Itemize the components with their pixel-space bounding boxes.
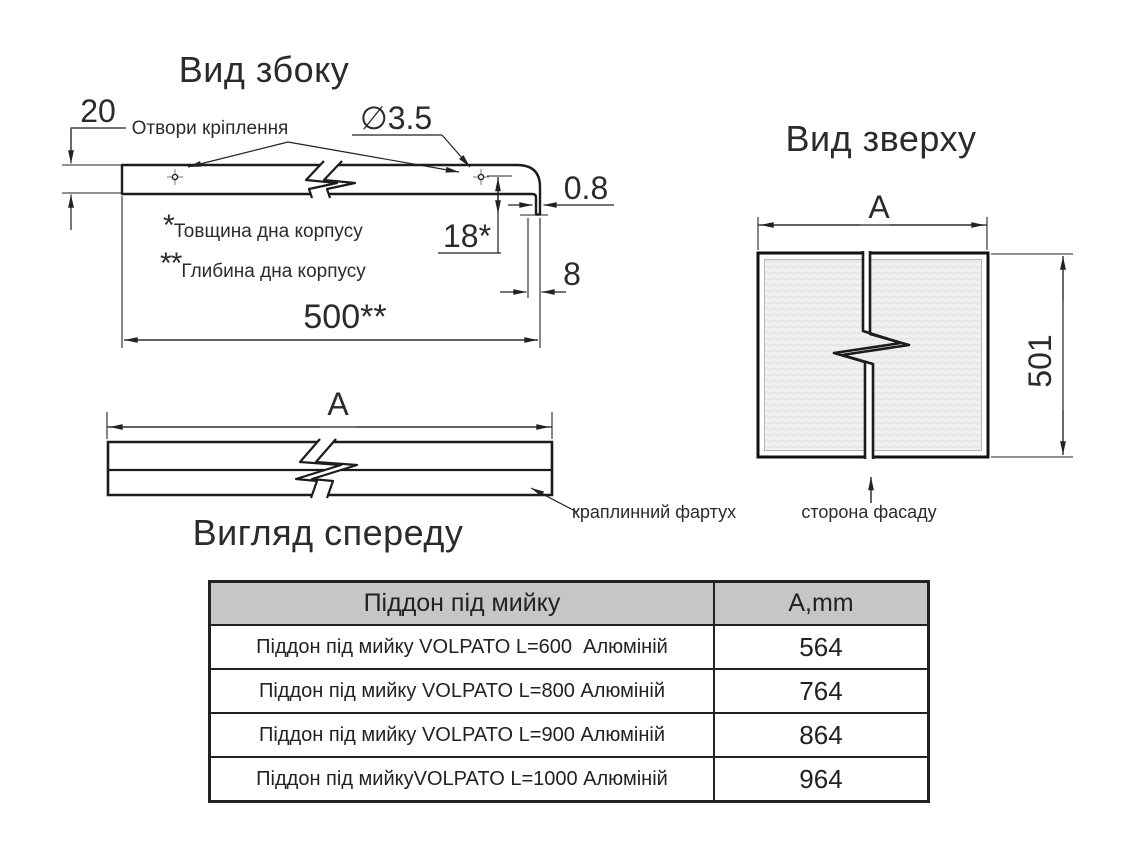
dim-label-501: 501 bbox=[1022, 334, 1058, 388]
table-header-dim: A,mm bbox=[713, 580, 930, 626]
product-a-mm: 764 bbox=[713, 668, 930, 714]
table-row: Піддон під мийку VOLPATO L=900 Алюміній … bbox=[208, 712, 930, 758]
front-view bbox=[106, 412, 578, 513]
side-view-break bbox=[306, 161, 355, 198]
front-view-title: Вигляд спереду bbox=[192, 512, 464, 553]
table-row: Піддон під мийку VOLPATO L=600 Алюміній … bbox=[208, 624, 930, 670]
product-name: Піддон під мийкуVOLPATO L=1000 Алюміній bbox=[208, 756, 715, 803]
dim-label-18: 18* bbox=[442, 218, 492, 254]
product-a-mm: 964 bbox=[713, 756, 930, 803]
footnote-depth: ** Глибина дна корпусу bbox=[160, 247, 366, 282]
side-view bbox=[62, 127, 614, 348]
dim-label-0-8: 0.8 bbox=[563, 170, 609, 206]
product-name: Піддон під мийку VOLPATO L=800 Алюміній bbox=[208, 668, 715, 714]
spec-table: Піддон під мийку A,mm Піддон під мийку V… bbox=[208, 580, 930, 803]
product-name: Піддон під мийку VOLPATO L=900 Алюміній bbox=[208, 712, 715, 758]
drip-apron-label: краплинний фартух bbox=[572, 502, 737, 522]
table-header-name: Піддон під мийку bbox=[208, 580, 715, 626]
product-a-mm: 564 bbox=[713, 624, 930, 670]
footnote-2-text: Глибина дна корпусу bbox=[181, 261, 366, 282]
top-view-title: Вид зверху bbox=[785, 118, 977, 159]
front-view-break bbox=[296, 439, 357, 498]
dim-label-a-front: A bbox=[327, 386, 349, 422]
apron-leader bbox=[530, 487, 578, 513]
mounting-holes-label: Отвори кріплення bbox=[131, 118, 289, 139]
footnote-2-marker: ** bbox=[160, 247, 182, 280]
table-row: Піддон під мийкуVOLPATO L=1000 Алюміній … bbox=[208, 756, 930, 803]
product-a-mm: 864 bbox=[713, 712, 930, 758]
facade-side-label: сторона фасаду bbox=[801, 502, 937, 522]
dim-label-500: 500** bbox=[303, 298, 387, 336]
mounting-hole-right bbox=[473, 169, 489, 185]
table-row: Піддон під мийку VOLPATO L=800 Алюміній … bbox=[208, 668, 930, 714]
product-name: Піддон під мийку VOLPATO L=600 Алюміній bbox=[208, 624, 715, 670]
dim-label-diameter: ∅3.5 bbox=[359, 100, 433, 136]
table-header-row: Піддон під мийку A,mm bbox=[208, 580, 930, 626]
top-view-break bbox=[834, 251, 909, 459]
dim-label-a-top: A bbox=[868, 189, 890, 225]
footnote-1-marker: * bbox=[163, 209, 175, 242]
footnote-1-text: Товщина дна корпусу bbox=[173, 221, 363, 242]
footnote-thickness: * Товщина дна корпусу bbox=[163, 209, 363, 242]
top-view bbox=[756, 217, 1073, 503]
mounting-hole-left bbox=[167, 169, 183, 185]
dim-label-8: 8 bbox=[563, 256, 581, 292]
dim-label-20: 20 bbox=[80, 93, 116, 129]
side-view-title: Вид збоку bbox=[178, 49, 350, 90]
